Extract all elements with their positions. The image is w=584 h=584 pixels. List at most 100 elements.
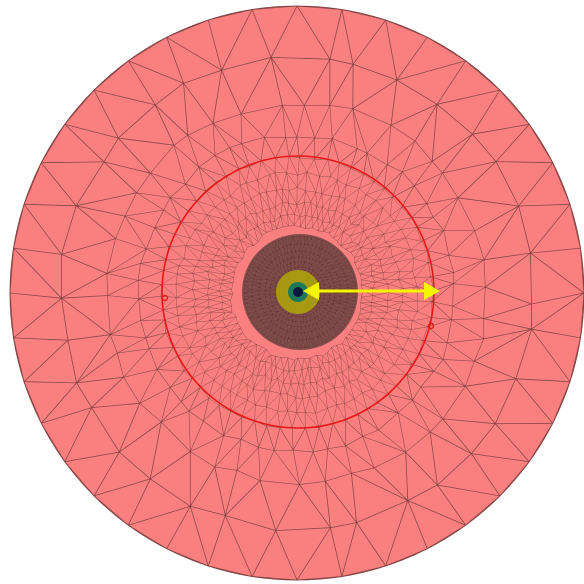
mesh-edge xyxy=(299,215,307,218)
mesh-edge xyxy=(224,219,238,229)
mesh-edge xyxy=(437,89,500,105)
inner-mesh-edge xyxy=(273,323,277,326)
mesh-edge xyxy=(154,221,182,228)
inner-mesh-edge xyxy=(258,268,264,274)
inner-mesh-edge xyxy=(287,330,291,332)
mesh-edge xyxy=(253,374,266,390)
mesh-edge xyxy=(219,290,222,297)
mesh-edge xyxy=(304,190,306,203)
mesh-edge xyxy=(170,197,197,201)
inner-mesh-edge xyxy=(334,309,337,314)
mesh-edge xyxy=(64,461,95,497)
inner-mesh-edge xyxy=(332,327,339,334)
mesh-edge xyxy=(205,327,215,337)
mesh-edge xyxy=(238,348,246,365)
inner-mesh-edge xyxy=(275,240,279,242)
inner-mesh-edge xyxy=(265,279,268,284)
mesh-edge xyxy=(150,451,191,480)
mesh-edge xyxy=(357,379,373,390)
mesh-edge xyxy=(380,259,382,267)
mesh-edge xyxy=(188,410,204,422)
inner-mesh-edge xyxy=(290,244,292,252)
mesh-edge xyxy=(287,214,289,227)
inner-mesh-edge xyxy=(316,277,321,279)
inner-mesh-edge xyxy=(312,310,317,314)
inner-mesh-edge xyxy=(268,323,274,329)
mesh-edge xyxy=(240,182,247,186)
mesh-edge xyxy=(324,481,357,523)
mesh-edge xyxy=(106,238,116,274)
mesh-edge xyxy=(305,215,313,218)
mesh-edge xyxy=(208,283,222,289)
inner-mesh-edge xyxy=(273,311,278,315)
mesh-edge xyxy=(350,345,355,348)
mesh-edge xyxy=(334,373,337,389)
inner-mesh-edge xyxy=(259,296,266,300)
mesh-edge xyxy=(236,202,245,208)
mesh-edge xyxy=(390,245,411,250)
mesh-edge xyxy=(270,221,274,231)
mesh-edge xyxy=(275,366,278,379)
inner-mesh-edge xyxy=(276,279,279,283)
mesh-edge xyxy=(302,398,306,413)
mesh-edge xyxy=(335,196,340,211)
mesh-edge xyxy=(412,399,443,420)
mesh-edge xyxy=(344,381,350,387)
inner-mesh-edge xyxy=(342,267,351,270)
mesh-edge xyxy=(216,332,221,339)
inner-mesh-edge xyxy=(333,282,341,286)
mesh-edge xyxy=(332,225,340,227)
inner-mesh-edge xyxy=(327,279,330,284)
inner-mesh-edge xyxy=(251,292,260,295)
mesh-edge xyxy=(427,36,466,62)
mesh-edge xyxy=(155,104,188,136)
mesh-edge xyxy=(207,271,225,275)
inner-mesh-edge xyxy=(307,311,310,316)
inner-mesh-edge xyxy=(319,326,323,329)
mesh-edge xyxy=(215,249,220,256)
inner-mesh-edge xyxy=(320,284,325,289)
inner-mesh-edge xyxy=(317,335,320,337)
inner-mesh-edge xyxy=(322,318,329,322)
mesh-edge xyxy=(451,319,484,340)
mesh-edge xyxy=(371,295,374,303)
mesh-edge xyxy=(157,369,185,372)
mesh-edge xyxy=(383,346,395,366)
mesh-edge xyxy=(106,273,139,281)
mesh-edge xyxy=(392,197,402,208)
inner-mesh-edge xyxy=(270,254,276,260)
mesh-edge xyxy=(251,340,257,345)
mesh-edge xyxy=(342,205,356,215)
mesh-edge xyxy=(250,198,263,211)
inner-mesh-edge xyxy=(260,279,267,284)
mesh-edge xyxy=(357,336,363,343)
mesh-edge xyxy=(136,192,171,198)
inner-mesh-edge xyxy=(277,262,281,266)
mesh-edge xyxy=(428,262,454,273)
mesh-edge xyxy=(234,367,247,375)
inner-mesh-edge xyxy=(312,238,316,246)
mesh-edge xyxy=(317,221,323,232)
inner-mesh-edge xyxy=(320,264,323,271)
inner-mesh-edge xyxy=(325,242,329,245)
mesh-edge xyxy=(528,423,554,462)
mesh-edge xyxy=(351,329,363,338)
mesh-edge xyxy=(241,367,247,382)
inner-mesh-edge xyxy=(322,302,327,306)
mesh-edge xyxy=(269,174,277,191)
inner-mesh-edge xyxy=(259,283,261,288)
inner-mesh-edge xyxy=(326,331,330,340)
inner-mesh-edge xyxy=(278,314,281,320)
mesh-edge xyxy=(341,9,386,21)
inner-mesh-edge xyxy=(307,244,311,253)
mesh-edge xyxy=(360,247,373,250)
mesh-edge xyxy=(327,404,337,409)
inner-mesh-edge xyxy=(286,259,289,266)
mesh-edge xyxy=(382,261,396,273)
mesh-edge xyxy=(270,5,298,58)
mesh-edge xyxy=(288,190,290,204)
inner-mesh-edge xyxy=(246,307,248,311)
mesh-edge xyxy=(221,280,224,284)
mesh-edge xyxy=(386,309,399,313)
inner-mesh-edge xyxy=(312,317,316,325)
